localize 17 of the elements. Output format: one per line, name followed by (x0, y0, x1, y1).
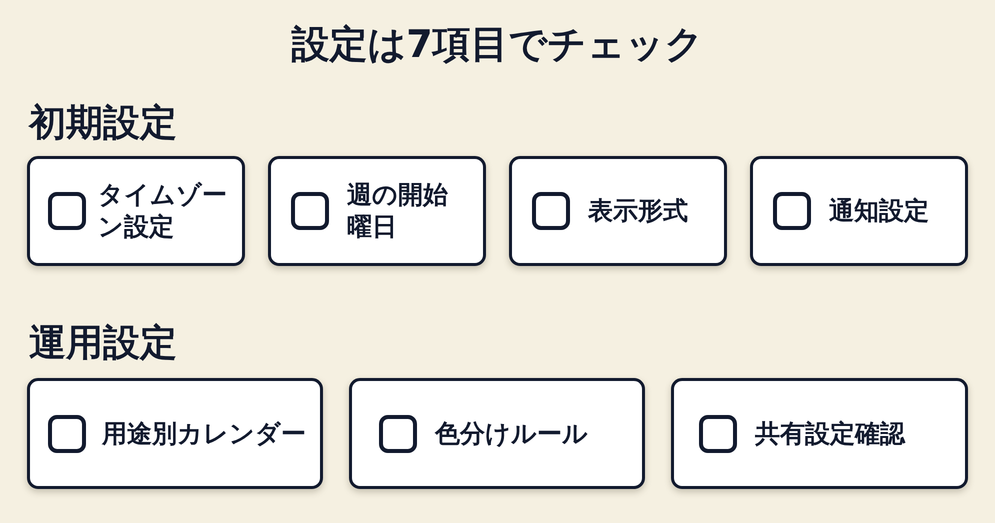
item-label: 週の開始曜日 (347, 179, 449, 243)
checklist-card (750, 156, 968, 266)
item-label: 用途別カレンダー (102, 418, 306, 450)
item-label: 共有設定確認 (755, 418, 905, 450)
section-heading: 初期設定 (29, 101, 177, 145)
checklist-card (27, 378, 323, 489)
item-label: 色分けルール (435, 418, 588, 450)
item-label: 通知設定 (829, 195, 929, 227)
checklist-card (671, 378, 968, 489)
item-label: タイムゾーン設定 (98, 179, 228, 243)
title: 設定は7項目でチェック (291, 21, 704, 68)
checklist-card (27, 156, 245, 266)
checklist-card (268, 156, 486, 266)
checklist-card (509, 156, 727, 266)
item-label: 表示形式 (588, 195, 688, 227)
checklist-card (349, 378, 645, 489)
section-heading: 運用設定 (29, 321, 177, 365)
